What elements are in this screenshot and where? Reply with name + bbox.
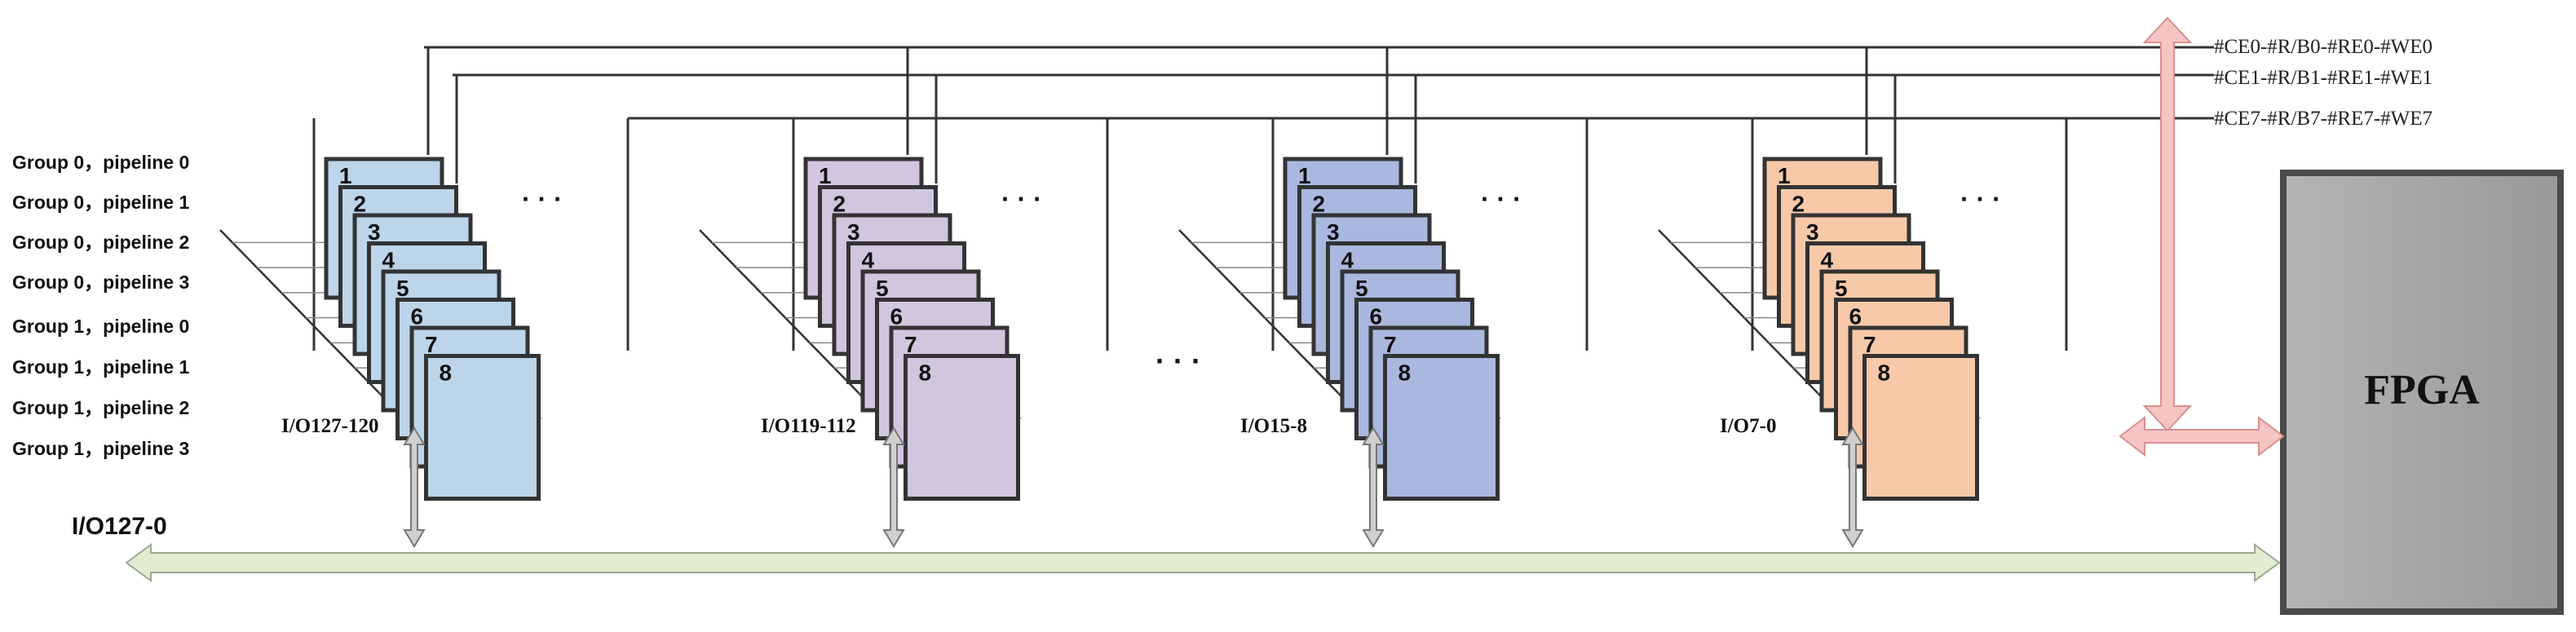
chip-number-label: 5	[876, 276, 889, 301]
control-label-ce1: #CE1-#R/B1-#RE1-#WE1	[2214, 67, 2432, 89]
chip-number-label: 5	[1835, 276, 1848, 301]
chip-number-label: 7	[425, 332, 438, 357]
side-label-g0-p1: Group 0，pipeline 1	[12, 192, 189, 213]
chip-number-label: 6	[1849, 304, 1862, 329]
chip-number-label: 5	[1355, 276, 1368, 301]
chip-number-label: 8	[919, 360, 932, 386]
io-range-label: I/O119-112	[761, 415, 856, 437]
between-stacks-ellipsis: · · ·	[1155, 344, 1201, 378]
chip-number-label: 4	[1821, 248, 1834, 273]
chip-number-label: 6	[890, 304, 904, 329]
nand-chip	[424, 354, 541, 501]
wire-layer	[424, 46, 2214, 120]
chip-number-label: 6	[411, 304, 424, 329]
io-range-label: I/O15-8	[1240, 415, 1307, 437]
chip-number-label: 6	[1370, 304, 1383, 329]
stack-ellipsis: · · ·	[1481, 184, 1522, 214]
io-vertical-arrow	[1841, 426, 1864, 548]
stack-ellipsis: · · ·	[522, 184, 563, 214]
chip-number-label: 1	[1298, 163, 1311, 188]
chip-number-label: 2	[354, 192, 367, 217]
chip-number-label: 7	[1384, 332, 1397, 357]
side-label-g1-p2: Group 1，pipeline 2	[12, 397, 189, 418]
control-label-ce0: #CE0-#R/B0-#RE0-#WE0	[2214, 36, 2432, 58]
io-vertical-arrow	[882, 426, 905, 548]
nand-chip	[1383, 354, 1500, 501]
chip-number-label: 4	[382, 248, 395, 273]
chip-number-label: 7	[1863, 332, 1876, 357]
io-range-label: I/O127-120	[281, 415, 378, 437]
side-label-g0-p3: Group 0，pipeline 3	[12, 272, 189, 293]
side-label-g1-p0: Group 1，pipeline 0	[12, 316, 189, 337]
chip-number-label: 3	[847, 219, 860, 245]
side-label-g0-p2: Group 0，pipeline 2	[12, 232, 189, 253]
nand-chip	[904, 354, 1020, 501]
side-label-g1-p1: Group 1，pipeline 1	[12, 356, 189, 378]
chip-number-label: 3	[368, 219, 381, 245]
fpga-block	[2280, 170, 2564, 615]
stack-ellipsis: · · ·	[1001, 184, 1042, 214]
io-vertical-arrow	[403, 426, 426, 548]
chip-number-label: 2	[1792, 192, 1805, 217]
io-bus-arrow	[125, 543, 2281, 582]
chip-number-label: 7	[904, 332, 917, 357]
control-horizontal-arrow	[2119, 415, 2285, 457]
side-label-g0-p0: Group 0，pipeline 0	[12, 152, 189, 173]
control-vertical-arrow	[2142, 16, 2193, 432]
chip-number-label: 3	[1327, 219, 1340, 245]
fpga-label: FPGA	[2364, 367, 2480, 413]
chip-number-label: 1	[339, 163, 352, 188]
chip-number-label: 8	[440, 360, 453, 386]
chip-number-label: 4	[862, 248, 875, 273]
chip-number-label: 4	[1341, 248, 1354, 273]
chip-number-label: 5	[396, 276, 409, 301]
io-range-label: I/O7-0	[1720, 415, 1776, 437]
chip-number-label: 3	[1806, 219, 1819, 245]
control-label-ce7: #CE7-#R/B7-#RE7-#WE7	[2214, 108, 2432, 130]
stack-ellipsis: · · ·	[1960, 184, 2001, 214]
chip-number-label: 8	[1398, 360, 1412, 386]
io-vertical-arrow	[1362, 426, 1385, 548]
chip-number-label: 1	[819, 163, 832, 188]
side-label-g1-p3: Group 1，pipeline 3	[12, 438, 189, 459]
chip-number-label: 2	[1313, 192, 1326, 217]
nand-chip	[1862, 354, 1979, 501]
side-labels: Group 0，pipeline 0 Group 0，pipeline 1 Gr…	[12, 152, 189, 459]
chip-number-label: 1	[1778, 163, 1791, 188]
chip-number-label: 8	[1878, 360, 1891, 386]
chip-number-label: 2	[833, 192, 846, 217]
io-bus-label: I/O127-0	[72, 513, 167, 540]
